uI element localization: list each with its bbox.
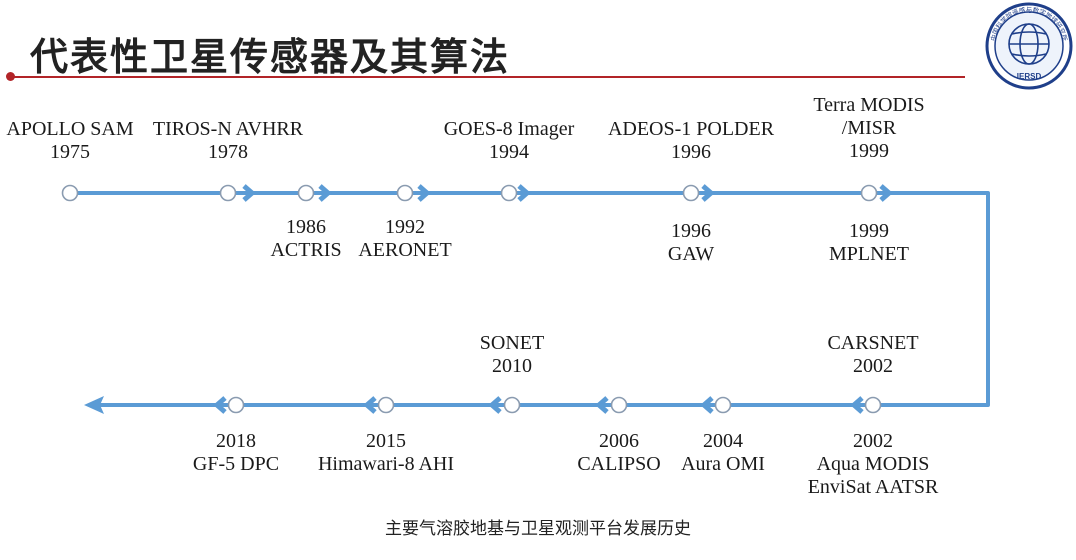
- event-name: GAW: [667, 243, 715, 265]
- timeline-node: [682, 184, 700, 202]
- event-year: 2004: [703, 430, 743, 452]
- event-name: Aura OMI: [681, 453, 765, 475]
- chevron-right-icon: [318, 184, 332, 202]
- event-name: Aqua MODIS: [816, 453, 930, 475]
- chevron-left-icon: [700, 396, 714, 414]
- chevron-right-icon: [879, 184, 893, 202]
- event-year: 1996: [671, 141, 711, 163]
- timeline-node: [297, 184, 315, 202]
- institute-logo: IERSD 中国科学院遥感与数字地球研究所: [985, 2, 1073, 90]
- event-year: 1975: [50, 141, 90, 163]
- event-year: 2002: [852, 430, 893, 452]
- chevron-left-icon: [213, 396, 227, 414]
- chevron-right-icon: [701, 184, 715, 202]
- timeline-node: [860, 184, 878, 202]
- event-year: 2018: [215, 430, 256, 452]
- timeline-node: [227, 396, 245, 414]
- chevron-right-icon: [417, 184, 431, 202]
- event-name: APOLLO SAM: [6, 118, 134, 140]
- chevron-right-icon: [242, 184, 256, 202]
- event-year: 1996: [670, 220, 711, 242]
- event-name: SONET: [479, 332, 545, 354]
- event-name: CARSNET: [827, 332, 919, 354]
- timeline-node: [219, 184, 237, 202]
- timeline-node: [610, 396, 628, 414]
- event-name: ADEOS-1 POLDER: [607, 118, 775, 140]
- globe-seal-icon: [1008, 23, 1050, 65]
- event-year: 2006: [598, 430, 639, 452]
- event-name: EnviSat AATSR: [807, 476, 939, 498]
- timeline-node: [396, 184, 414, 202]
- chevron-left-icon: [363, 396, 377, 414]
- event-name: ACTRIS: [270, 239, 342, 261]
- chevron-left-icon: [850, 396, 864, 414]
- event-year: 1999: [849, 220, 889, 242]
- title-rule: [10, 76, 965, 78]
- event-year: 1994: [489, 141, 529, 163]
- event-name: Terra MODIS: [813, 94, 925, 116]
- event-name: Himawari-8 AHI: [317, 453, 455, 475]
- timeline-node: [864, 396, 882, 414]
- event-year: 1992: [384, 216, 425, 238]
- event-year: 1978: [208, 141, 248, 163]
- slide-title: 代表性卫星传感器及其算法: [30, 35, 511, 79]
- timeline-node: [377, 396, 395, 414]
- event-name: GF-5 DPC: [192, 453, 280, 475]
- event-name: /MISR: [841, 117, 897, 139]
- event-name: MPLNET: [829, 243, 909, 265]
- timeline-node: [714, 396, 732, 414]
- chevron-left-icon: [488, 396, 502, 414]
- timeline-node: [503, 396, 521, 414]
- event-name: TIROS-N AVHRR: [152, 118, 304, 140]
- chevron-left-icon: [595, 396, 609, 414]
- event-name: AERONET: [358, 239, 452, 261]
- logo-center-text: IERSD: [1017, 72, 1042, 81]
- timeline-node: [500, 184, 518, 202]
- event-year: 1986: [286, 216, 326, 238]
- chevron-right-icon: [517, 184, 531, 202]
- event-year: 2015: [365, 430, 406, 452]
- event-year: 1999: [848, 140, 889, 162]
- event-name: CALIPSO: [577, 453, 661, 475]
- event-year: 2010: [491, 355, 532, 377]
- figure-caption: 主要气溶胶地基与卫星观测平台发展历史: [385, 519, 691, 539]
- timeline-node: [61, 184, 79, 202]
- event-year: 2002: [853, 355, 893, 377]
- event-name: GOES-8 Imager: [443, 118, 575, 140]
- timeline-end-arrow: [84, 396, 104, 414]
